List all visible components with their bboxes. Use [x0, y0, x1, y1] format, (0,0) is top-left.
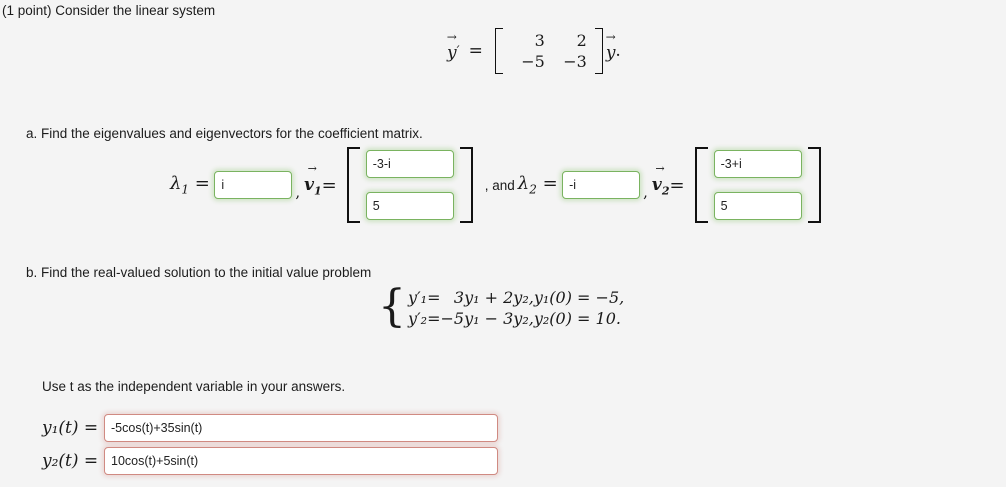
ivp-equals: = [427, 309, 441, 328]
ivp-rhs: 3y₁ + 2y₂, [453, 288, 534, 307]
lambda2-label: λ2 = [518, 173, 558, 197]
v2-vector-inputs [694, 147, 821, 223]
lambda1-label: λ1 = [170, 173, 210, 197]
prime-symbol: ′ [456, 43, 460, 59]
period: . [615, 41, 621, 61]
y1-solution-label: y₁(t) = [42, 418, 99, 438]
ivp-table: y′₁ = 3y₁ + 2y₂, y₁(0) = −5, y′₂ = −5y₁ … [408, 287, 624, 329]
y2-solution-label: y₂(t) = [42, 451, 99, 471]
and-lambda2-text: , and [484, 177, 515, 193]
ivp-rhs: −5y₁ − 3y₂, [440, 309, 534, 328]
lambda1-input[interactable] [214, 171, 293, 199]
independent-variable-instruction: Use t as the independent variable in you… [42, 379, 346, 394]
ivp-lhs: y′₂ [408, 309, 428, 328]
v1-component-2-input[interactable] [365, 192, 454, 220]
bracket-right-icon [807, 147, 821, 223]
v2-label: v2 [652, 173, 670, 197]
y2-solution-input[interactable] [104, 447, 498, 475]
ivp-row: y′₁ = 3y₁ + 2y₂, y₁(0) = −5, [408, 287, 624, 308]
lambda2-equals: = [542, 173, 558, 195]
bracket-left-icon [694, 147, 708, 223]
lambda2-symbol: λ [517, 173, 530, 195]
v2-component-stack [708, 147, 808, 223]
comma-separator: , [295, 183, 301, 201]
matrix-cell: −3 [563, 52, 587, 71]
v1-label: v1 [304, 173, 322, 197]
equals-sign: = [468, 41, 483, 61]
lambda1-subscript: 1 [181, 182, 190, 197]
bracket-left-icon [346, 147, 360, 223]
coefficient-matrix: 3 2 −5 −3 [494, 28, 603, 74]
v1-subscript: 1 [314, 184, 322, 198]
matrix-row: 3 2 [507, 30, 591, 51]
ivp-initial-condition: y₁(0) = −5, [533, 288, 625, 307]
ivp-equals: = [427, 288, 441, 307]
part-a-label: a. Find the eigenvalues and eigenvectors… [26, 126, 423, 141]
v1-vector-inputs [346, 147, 473, 223]
left-brace-icon: { [378, 280, 406, 332]
matrix-cell: −5 [521, 52, 545, 71]
comma-separator: , [643, 183, 648, 201]
ivp-row: y′₂ = −5y₁ − 3y₂, y₂(0) = 10. [408, 308, 624, 329]
v2-subscript: 2 [661, 184, 670, 198]
problem-intro-text: (1 point) Consider the linear system [2, 3, 216, 18]
lambda1-equals: = [194, 173, 210, 195]
matrix-rows: 3 2 −5 −3 [503, 28, 595, 74]
rhs-vector-y: y [606, 40, 616, 63]
initial-value-problem: { y′₁ = 3y₁ + 2y₂, y₁(0) = −5, y′₂ = −5y… [378, 280, 624, 332]
v2-component-2-input[interactable] [713, 192, 802, 220]
v1-symbol: v [304, 174, 315, 195]
v2-symbol: v [651, 174, 662, 195]
solution-row: y₂(t) = [42, 447, 498, 475]
part-b-label: b. Find the real-valued solution to the … [26, 265, 372, 280]
v1-component-stack [360, 147, 460, 223]
v1-component-1-input[interactable] [365, 150, 454, 178]
bracket-left-icon [494, 28, 503, 74]
matrix-cell: 2 [576, 31, 587, 50]
bracket-right-icon [459, 147, 473, 223]
bracket-right-icon [594, 28, 603, 74]
lambda2-subscript: 2 [529, 182, 537, 197]
lhs-vector-y: y [447, 40, 457, 63]
v2-component-1-input[interactable] [713, 150, 802, 178]
v2-equals: = [669, 174, 685, 196]
solution-row: y₁(t) = [42, 414, 498, 442]
lambda2-input[interactable] [562, 171, 641, 199]
ivp-lhs: y′₁ [408, 288, 428, 307]
ivp-initial-condition: y₂(0) = 10. [533, 309, 621, 328]
matrix-row: −5 −3 [507, 51, 591, 72]
eigen-answer-row: λ1 = , v1 = , and λ2 = , v2 = [170, 145, 821, 225]
y1-solution-input[interactable] [104, 414, 498, 442]
v1-equals: = [321, 174, 337, 196]
matrix-cell: 3 [534, 31, 545, 50]
system-equation: y′ = 3 2 −5 −3 y. [447, 28, 621, 74]
lambda1-symbol: λ [170, 173, 182, 195]
solution-answer-group: y₁(t) = y₂(t) = [42, 414, 498, 480]
